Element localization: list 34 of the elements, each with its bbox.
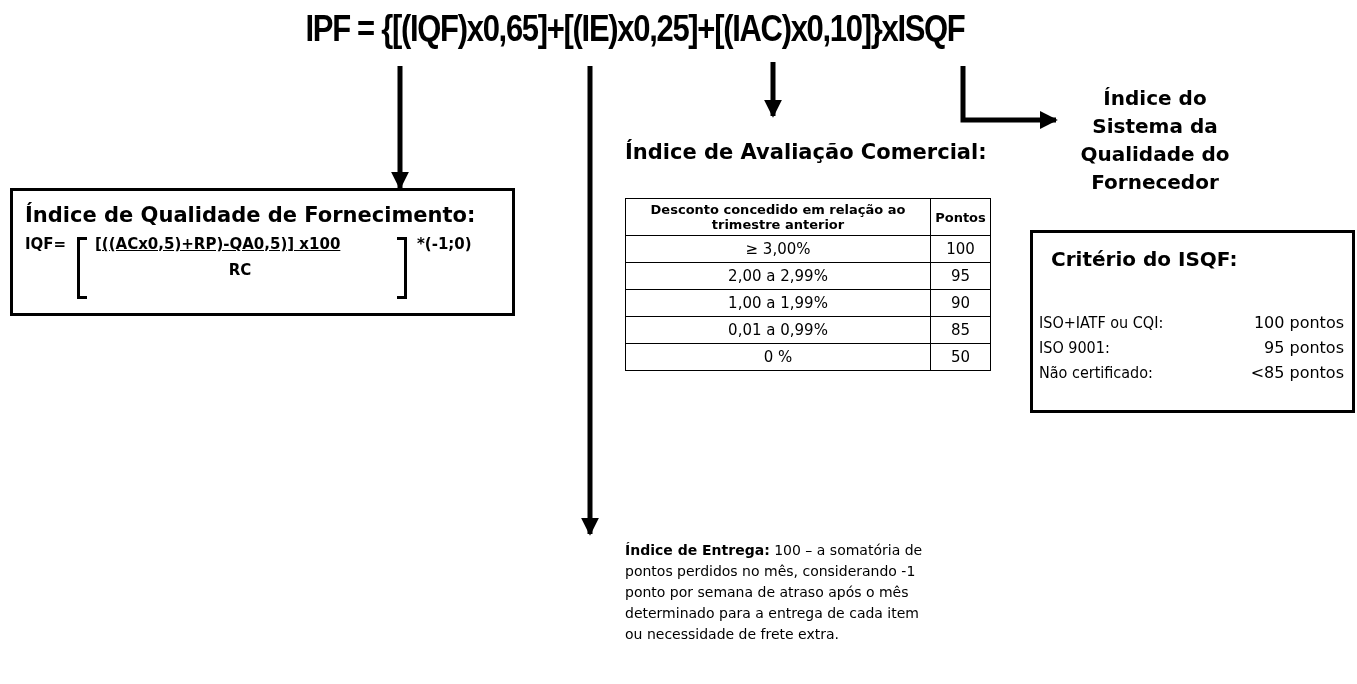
formula-heading: Índice de Qualidade de Fornecimento: [25,203,476,227]
formula-denominator: RC [227,261,253,279]
formula-text: IQF= [25,235,67,253]
table-cell: 1,00 a 1,99% [625,289,931,317]
formula-numerator: [((ACx0,5)+RP)-QA0,5)] x100 [95,235,341,253]
criteria-heading: Critério do ISQF: [1051,247,1238,271]
criteria-box [1030,230,1355,413]
table-cell: ≥ 3,00% [625,235,931,263]
table-cell: Pontos [930,198,991,236]
criteria-name: ISO 9001: [1039,338,1110,357]
formula-text: *(-1;0) [417,235,472,253]
description-text: Índice de Entrega: 100 – a somatória de pontos perdidos no mês, considerando -1 ponto por semana de atraso após o mês determinado para a entrega de cada item ou necessidade de frete extra. [625,541,924,644]
section-heading: Índice de Avaliação Comercial: [625,140,987,164]
table-cell: 95 [930,262,991,290]
table-cell: 50 [930,343,991,371]
formula-text: IPF = {[(IQF)x0,65]+[(IE)x0,25]+[(IAC)x0,10]}xISQF [304,8,966,50]
arrow [581,66,599,536]
section-heading: Índice do Sistema da Qualidade do Fornecedor [1079,85,1231,196]
table-cell: 2,00 a 2,99% [625,262,931,290]
formula-box [10,188,515,316]
table-cell: 100 [930,235,991,263]
table-cell: 0,01 a 0,99% [625,316,931,344]
criteria-name: ISO+IATF ou CQI: [1039,313,1164,332]
table-cell: 0 % [625,343,931,371]
criteria-points: <85 pontos [1250,363,1344,382]
criteria-points: 100 pontos [1253,313,1344,332]
table-cell: Desconto concedido em relação ao trimestre anterior [625,198,931,236]
arrow [960,66,1058,129]
criteria-name: Não certificado: [1039,363,1153,382]
arrow [764,62,782,118]
arrow [391,66,409,190]
criteria-points: 95 pontos [1264,338,1344,357]
table-cell: 90 [930,289,991,317]
table-cell: 85 [930,316,991,344]
